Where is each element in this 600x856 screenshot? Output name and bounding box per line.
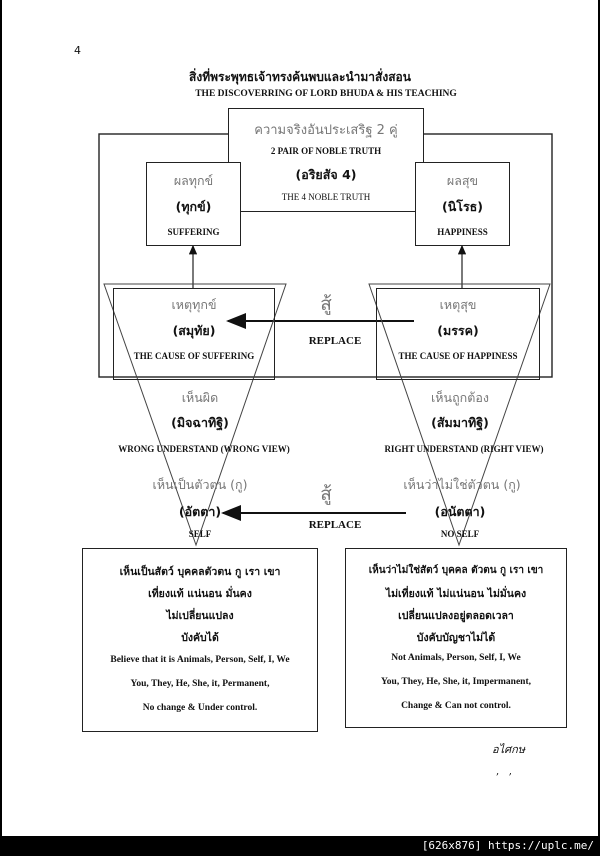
right-view-en: RIGHT UNDERSTAND (RIGHT VIEW)	[384, 444, 544, 454]
left-triangle	[103, 283, 287, 547]
self-belief-thai-2: เที่ยงแท้ แน่นอน มั่นคง	[148, 588, 252, 600]
self-pali: (อัตตา)	[178, 504, 222, 519]
self-belief-en-2: You, They, He, She, it, Permanent,	[130, 679, 270, 689]
no-self-belief-thai-1: เห็นว่าไม่ใช่สัตว์ บุคคล ตัวตน กู เรา เข…	[368, 565, 544, 576]
cause-happiness-en: THE CAUSE OF HAPPINESS	[398, 351, 518, 361]
cause-suffering-en: THE CAUSE OF SUFFERING	[133, 351, 255, 361]
wrong-view-en: WRONG UNDERSTAND (WRONG VIEW)	[118, 444, 290, 454]
self-belief-en-1: Believe that it is Animals, Person, Self…	[110, 655, 290, 665]
noble-truth-thai: ความจริงอันประเสริฐ 2 คู่	[254, 123, 398, 138]
title-english: THE DISCOVERRING OF LORD BHUDA & HIS TEA…	[195, 89, 457, 99]
suffering-thai: ผลทุกข์	[173, 173, 214, 188]
self-belief-thai-3: ไม่เปลี่ยนแปลง	[166, 610, 234, 622]
cause-happiness-pali: (มรรค)	[437, 323, 479, 338]
no-self-thai: เห็นว่าไม่ใช่ตัวตน (กู)	[403, 477, 521, 492]
no-self-belief-en-2: You, They, He, She, it, Impermanent,	[381, 677, 531, 687]
suffering-box: ผลทุกข์ (ทุกข์) SUFFERING	[146, 162, 241, 246]
happiness-thai: ผลสุข	[446, 173, 479, 188]
happiness-en: HAPPINESS	[437, 227, 488, 237]
replace2-en: REPLACE	[308, 519, 362, 531]
footer-bar: [626x876] https://uplc.me/	[0, 836, 600, 856]
self-belief-en-3: No change & Under control.	[142, 703, 258, 713]
self-en: SELF	[188, 529, 212, 539]
no-self-belief-thai-3: เปลี่ยนแปลงอยู่ตลอดเวลา	[398, 610, 514, 622]
noble-truth-en: 2 PAIR OF NOBLE TRUTH	[270, 146, 382, 156]
no-self-belief-en-3: Change & Can not control.	[401, 701, 511, 711]
signature: อไศกษ	[492, 743, 526, 756]
happiness-pali: (นิโรธ)	[441, 199, 484, 214]
self-thai: เห็นเป็นตัวตน (กู)	[152, 477, 248, 492]
self-belief-thai-4: บังคับได้	[181, 632, 219, 644]
replace1-thai: สู้	[320, 293, 332, 315]
ariyasacca-thai: (อริยสัจ 4)	[295, 167, 357, 182]
four-noble-truth-en: THE 4 NOBLE TRUTH	[281, 192, 371, 202]
cause-of-suffering-box: เหตุทุกข์ (สมุทัย) THE CAUSE OF SUFFERIN…	[113, 288, 275, 380]
cause-suffering-pali: (สมุทัย)	[172, 323, 216, 338]
scan-edge-right	[598, 0, 600, 836]
self-belief-thai-1: เห็นเป็นสัตว์ บุคคลตัวตน กู เรา เขา	[119, 566, 281, 578]
no-self-belief-thai-4: บังคับบัญชาไม่ได้	[416, 632, 496, 644]
cause-of-happiness-box: เหตุสุข (มรรค) THE CAUSE OF HAPPINESS	[376, 288, 540, 380]
right-view-thai: เห็นถูกต้อง	[431, 390, 489, 405]
wrong-view-thai: เห็นผิด	[181, 390, 219, 405]
no-self-belief-en-1: Not Animals, Person, Self, I, We	[391, 653, 521, 663]
signature-marks: , ,	[496, 766, 512, 777]
title-thai: สิ่งที่พระพุทธเจ้าทรงค้นพบและนำมาสั่งสอน	[189, 70, 411, 84]
no-self-belief-box: เห็นว่าไม่ใช่สัตว์ บุคคล ตัวตน กู เรา เข…	[345, 548, 567, 728]
right-view-pali: (สัมมาทิฐิ)	[431, 415, 489, 430]
replace1-en: REPLACE	[308, 335, 362, 347]
happiness-box: ผลสุข (นิโรธ) HAPPINESS	[415, 162, 510, 246]
no-self-pali: (อนัตตา)	[434, 504, 486, 519]
suffering-pali: (ทุกข์)	[175, 199, 212, 214]
cause-happiness-thai: เหตุสุข	[439, 297, 477, 312]
noble-truth-box: ความจริงอันประเสริฐ 2 คู่ 2 PAIR OF NOBL…	[228, 108, 424, 212]
replace2-thai: สู้	[320, 483, 332, 505]
suffering-en: SUFFERING	[167, 227, 220, 237]
scan-edge-left	[0, 0, 2, 836]
self-belief-box: เห็นเป็นสัตว์ บุคคลตัวตน กู เรา เขา เที่…	[82, 548, 318, 732]
footer-text: [626x876] https://uplc.me/	[421, 839, 594, 852]
cause-suffering-thai: เหตุทุกข์	[171, 297, 217, 312]
page-number: 4	[74, 44, 81, 57]
no-self-belief-thai-2: ไม่เที่ยงแท้ ไม่แน่นอน ไม่มั่นคง	[385, 588, 527, 600]
wrong-view-pali: (มิจฉาทิฐิ)	[171, 415, 229, 430]
no-self-en: NO SELF	[440, 529, 480, 539]
right-triangle	[368, 283, 551, 547]
